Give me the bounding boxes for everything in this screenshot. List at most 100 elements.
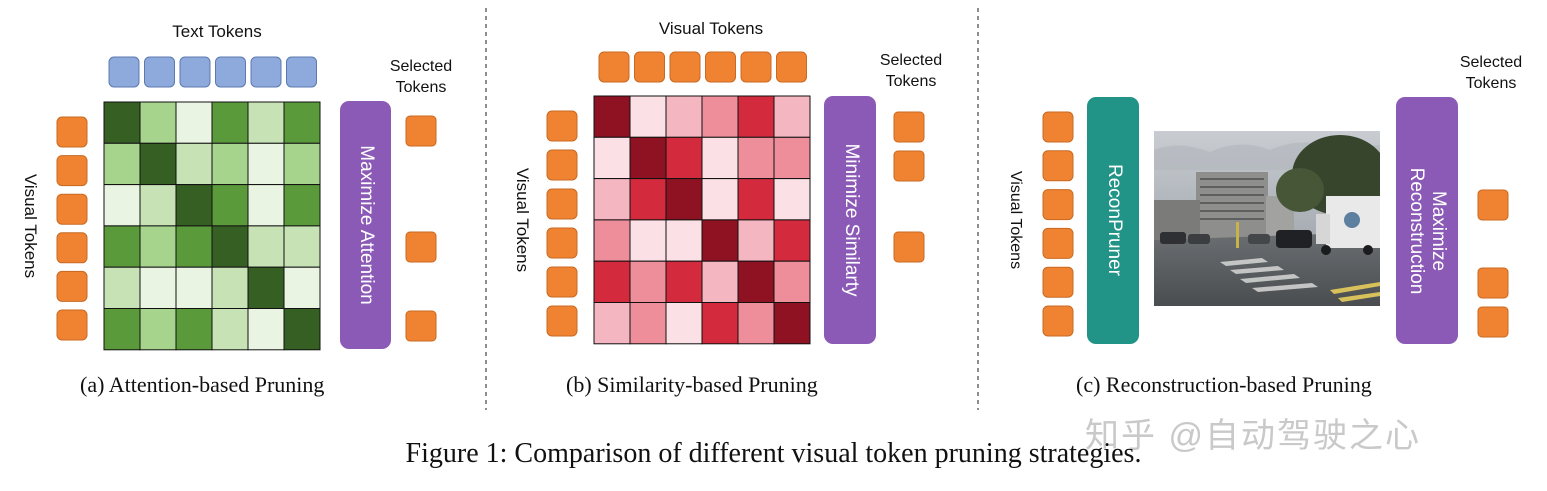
similarity-cell	[773, 95, 811, 138]
attention-cell	[139, 184, 177, 227]
similarity-cell	[737, 95, 775, 138]
selected-tokens-label-b: Selected Tokens	[879, 52, 943, 90]
attention-cell	[103, 142, 141, 186]
attention-cell	[247, 225, 285, 268]
attention-cell	[175, 184, 213, 227]
text-token	[286, 56, 317, 88]
watermark: 知乎 @自动驾驶之心	[1085, 417, 1421, 455]
visual-token	[546, 188, 578, 220]
visual-token	[56, 309, 88, 341]
attention-cell	[247, 308, 285, 351]
selected-token	[405, 231, 437, 263]
visual-token	[546, 266, 578, 298]
similarity-cell	[737, 260, 775, 304]
visual-token-top	[705, 51, 736, 83]
attention-cell	[247, 266, 285, 310]
visual-token	[546, 149, 578, 181]
similarity-cell	[737, 219, 775, 262]
attention-cell	[283, 225, 321, 268]
similarity-cell	[773, 136, 811, 180]
similarity-cell	[665, 95, 703, 138]
selected-token	[405, 310, 437, 342]
visual-tokens-label-b: Visual Tokens	[513, 167, 532, 273]
similarity-cell	[773, 302, 811, 345]
similarity-cell	[701, 302, 739, 345]
maximize-attention-box	[340, 101, 391, 349]
similarity-cell	[701, 219, 739, 262]
visual-token	[56, 116, 88, 148]
text-token	[215, 56, 246, 88]
similarity-cell	[701, 178, 739, 221]
text-token	[179, 56, 211, 88]
minimize-similarity-label: Minimize Similarty	[841, 143, 862, 297]
attention-cell	[175, 225, 213, 268]
visual-token-top	[740, 51, 772, 83]
visual-token	[546, 110, 578, 142]
visual-token	[546, 305, 578, 337]
similarity-cell	[737, 136, 775, 180]
visual-token	[56, 193, 88, 225]
visual-token	[56, 270, 88, 302]
selected-token	[893, 231, 925, 263]
text-token	[144, 56, 175, 88]
selected-token	[1477, 189, 1509, 221]
similarity-cell	[701, 260, 739, 304]
selected-token	[405, 115, 437, 147]
similarity-cell	[629, 95, 667, 138]
maximize-attention-label: Maximize Attention	[356, 145, 377, 305]
visual-token	[56, 155, 88, 187]
attention-cell	[139, 308, 177, 351]
attention-cell	[139, 266, 177, 310]
attention-cell	[211, 184, 249, 227]
reconpruner-box	[1087, 97, 1139, 344]
visual-token	[1042, 189, 1074, 221]
attention-cell	[211, 225, 249, 268]
similarity-cell	[593, 136, 631, 180]
similarity-cell	[593, 260, 631, 304]
attention-cell	[283, 184, 321, 227]
similarity-cell	[593, 302, 631, 345]
visual-token	[1042, 266, 1074, 298]
attention-cell	[139, 225, 177, 268]
attention-cell	[103, 184, 141, 227]
similarity-cell	[701, 136, 739, 180]
similarity-cell	[629, 178, 667, 221]
text-token	[108, 56, 140, 88]
attention-cell	[139, 142, 177, 186]
visual-token	[1042, 227, 1074, 259]
similarity-cell	[629, 260, 667, 304]
similarity-cell	[773, 178, 811, 221]
visual-token-top	[669, 51, 701, 83]
similarity-cell	[773, 260, 811, 304]
similarity-cell	[773, 219, 811, 262]
selected-token	[893, 111, 925, 143]
attention-cell	[103, 266, 141, 310]
visual-token-top	[776, 51, 807, 83]
selected-tokens-label-a: Selected Tokens	[389, 58, 453, 96]
attention-cell	[139, 101, 177, 144]
similarity-cell	[593, 95, 631, 138]
visual-tokens-top-label-b: Visual Tokens	[658, 19, 764, 38]
visual-tokens-label-a: Visual Tokens	[21, 173, 40, 279]
similarity-cell	[665, 219, 703, 262]
attention-cell	[247, 142, 285, 186]
street-scene-image	[1154, 131, 1380, 306]
reconpruner-label: ReconPruner	[1104, 164, 1125, 276]
attention-cell	[175, 101, 213, 144]
selected-tokens-label-c: Selected Tokens	[1459, 54, 1523, 92]
attention-cell	[211, 308, 249, 351]
selected-token	[1477, 267, 1509, 299]
similarity-cell	[593, 178, 631, 221]
attention-cell	[211, 101, 249, 144]
attention-cell	[175, 266, 213, 310]
visual-token-top	[634, 51, 665, 83]
similarity-cell	[629, 302, 667, 345]
attention-cell	[283, 266, 321, 310]
attention-cell	[283, 101, 321, 144]
attention-cell	[247, 101, 285, 144]
maximize-reconstruction-label: Maximize Reconstruction	[1406, 167, 1449, 295]
caption-a: (a) Attention-based Pruning	[80, 372, 325, 397]
visual-token	[1042, 111, 1074, 143]
figure-caption: Figure 1: Comparison of different visual…	[405, 438, 1142, 469]
